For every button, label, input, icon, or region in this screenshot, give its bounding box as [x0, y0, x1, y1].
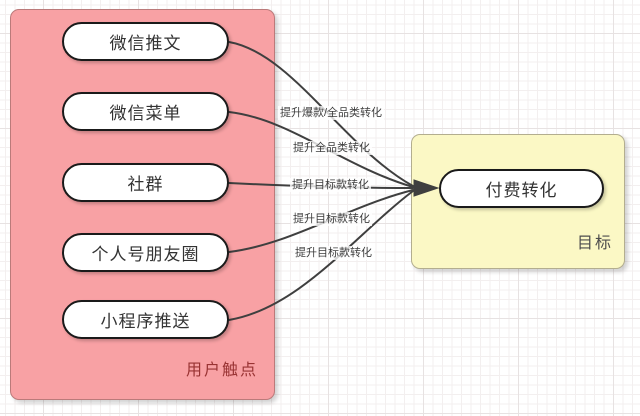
node-personal-moments-label: 个人号朋友圈 — [91, 245, 200, 264]
node-wechat-menu: 微信菜单 — [62, 92, 229, 131]
edge-label-4: 提升目标款转化 — [291, 212, 372, 226]
edge-label-1: 提升爆款/全品类转化 — [278, 106, 385, 120]
group-goal-label: 目标 — [576, 235, 613, 252]
arrowhead-icon — [413, 179, 440, 197]
node-wechat-menu-label: 微信菜单 — [109, 104, 182, 123]
node-community: 社群 — [62, 163, 229, 202]
node-personal-moments: 个人号朋友圈 — [62, 233, 229, 272]
node-wechat-post: 微信推文 — [62, 22, 229, 61]
edge-label-5: 提升目标款转化 — [293, 246, 374, 260]
node-paid-conversion-label: 付费转化 — [485, 181, 558, 200]
edge-label-3: 提升目标款转化 — [290, 178, 371, 192]
node-miniprogram-push-label: 小程序推送 — [100, 312, 191, 331]
node-wechat-post-label: 微信推文 — [109, 34, 182, 53]
edge-wechat-post — [228, 41, 414, 187]
edge-label-2: 提升全品类转化 — [291, 141, 372, 155]
node-community-label: 社群 — [127, 175, 164, 194]
node-paid-conversion: 付费转化 — [439, 169, 604, 208]
group-user-touchpoints-label: 用户触点 — [185, 362, 258, 379]
edge-miniprogram-push — [228, 190, 414, 321]
node-miniprogram-push: 小程序推送 — [62, 300, 229, 339]
